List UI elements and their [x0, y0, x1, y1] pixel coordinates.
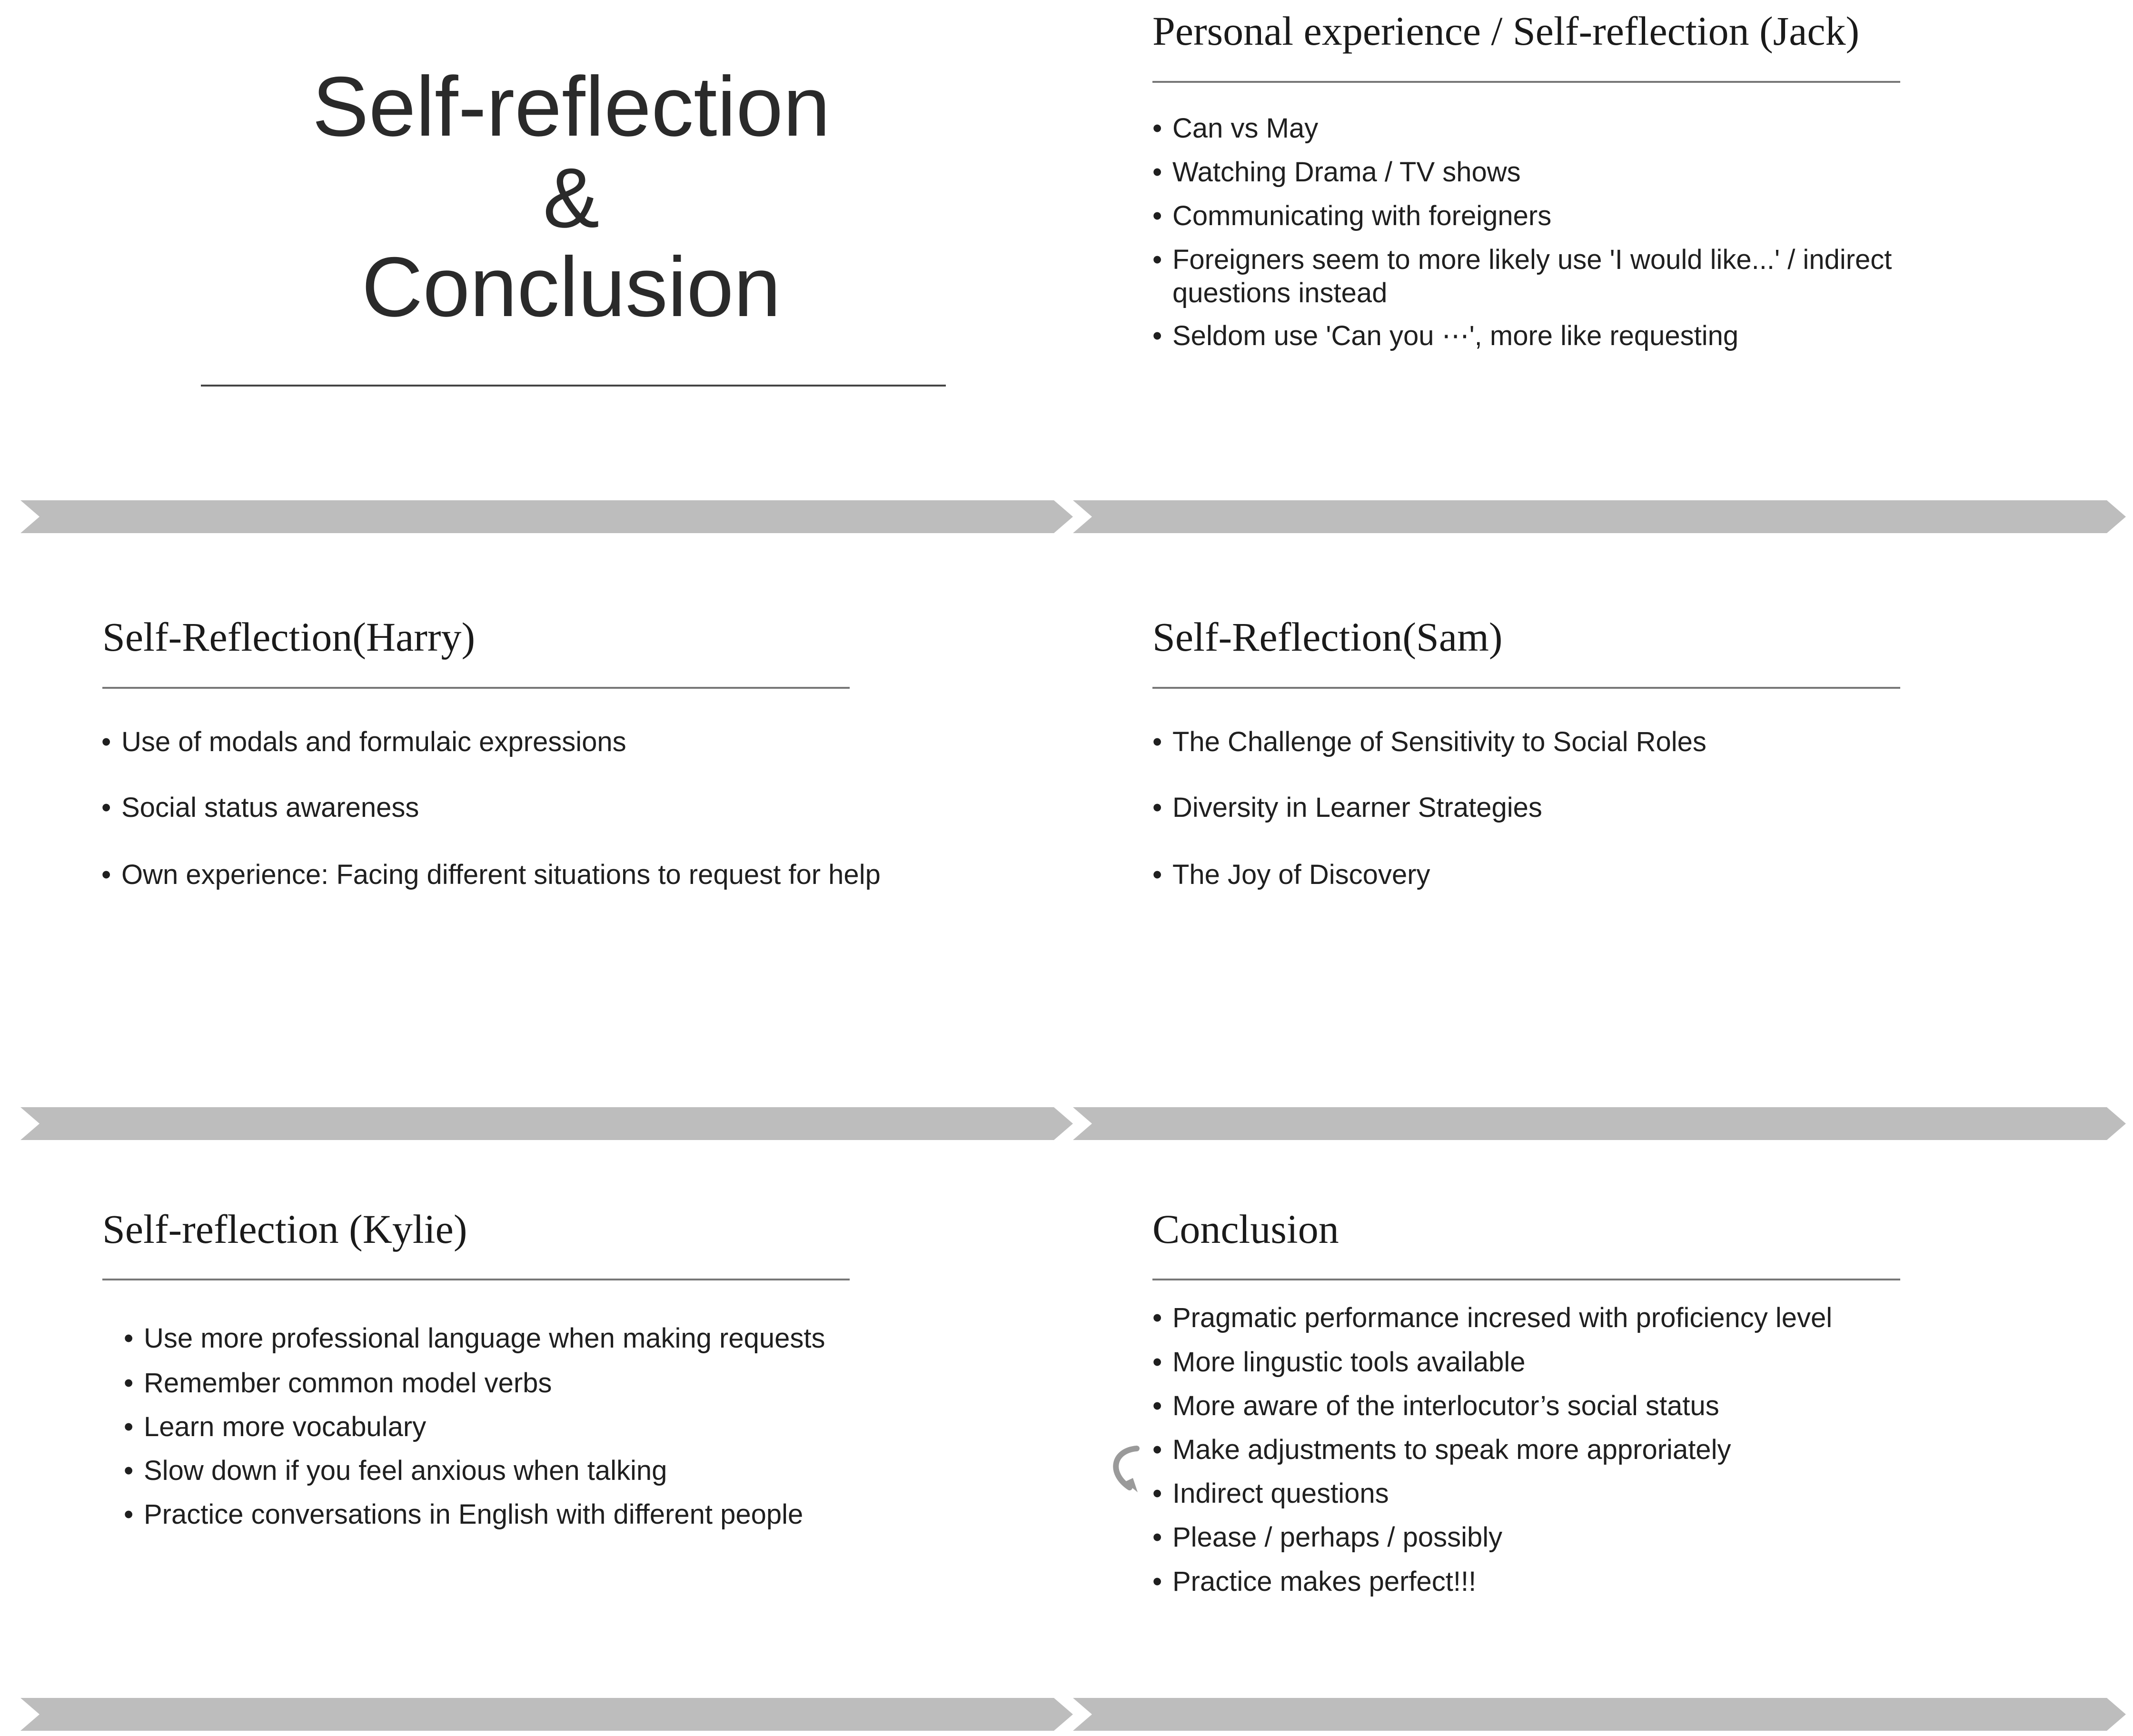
- heading-divider: [102, 687, 850, 689]
- slide-separator-bar: [20, 1107, 1073, 1140]
- bullet-item: The Challenge of Sensitivity to Social R…: [1152, 725, 1706, 759]
- slide-heading: Self-Reflection(Harry): [102, 614, 476, 660]
- bullet-item: Use more professional language when maki…: [124, 1322, 825, 1355]
- slide-heading: Self-reflection (Kylie): [102, 1206, 467, 1252]
- slide-separator-bar: [1073, 1698, 2126, 1731]
- slide-separator-bar: [1073, 500, 2126, 533]
- title-line-3: Conclusion: [361, 239, 781, 334]
- bullet-item: Seldom use 'Can you ⋯', more like reques…: [1152, 319, 1738, 353]
- slide-heading: Conclusion: [1152, 1206, 1339, 1252]
- bullet-item: Pragmatic performance incresed with prof…: [1152, 1301, 1832, 1335]
- bullet-item: Diversity in Learner Strategies: [1152, 791, 1542, 824]
- slide-separator-bar: [1073, 1107, 2126, 1140]
- slide-heading: Self-Reflection(Sam): [1152, 614, 1503, 660]
- heading-divider: [1152, 687, 1900, 689]
- bullet-item: Slow down if you feel anxious when talki…: [124, 1454, 667, 1488]
- curved-arrow-icon: [1113, 1446, 1140, 1492]
- heading-divider: [1152, 1279, 1900, 1280]
- bullet-item: Communicating with foreigners: [1152, 199, 1551, 233]
- bullet-item: Remember common model verbs: [124, 1367, 552, 1400]
- bullet-item: Learn more vocabulary: [124, 1410, 426, 1444]
- bullet-item: Please / perhaps / possibly: [1152, 1521, 1502, 1554]
- bullet-item: More lingustic tools available: [1152, 1346, 1526, 1379]
- bullet-item: Practice makes perfect!!!: [1152, 1565, 1476, 1598]
- slide-heading: Personal experience / Self-reflection (J…: [1152, 8, 1860, 54]
- bullet-item: Can vs May: [1152, 112, 1318, 145]
- title-line-1: Self-reflection: [312, 59, 831, 154]
- bullet-item: Use of modals and formulaic expressions: [101, 725, 626, 759]
- bullet-item: Foreigners seem to more likely use 'I wo…: [1152, 243, 1972, 310]
- title-line-2: &: [543, 150, 600, 245]
- bullet-item: More aware of the interlocutor’s social …: [1152, 1389, 1719, 1423]
- bullet-item: Social status awareness: [101, 791, 419, 824]
- bullet-item: Own experience: Facing different situati…: [101, 858, 881, 892]
- title-divider: [201, 385, 946, 387]
- bullet-item: Watching Drama / TV shows: [1152, 156, 1521, 189]
- heading-divider: [1152, 81, 1900, 83]
- bullet-item: Indirect questions: [1152, 1477, 1389, 1510]
- bullet-item: Practice conversations in English with d…: [124, 1498, 803, 1531]
- heading-divider: [102, 1279, 850, 1280]
- slide-separator-bar: [20, 500, 1073, 533]
- slide-separator-bar: [20, 1698, 1073, 1731]
- bullet-item: The Joy of Discovery: [1152, 858, 1430, 892]
- bullet-item: Make adjustments to speak more approriat…: [1152, 1433, 1731, 1467]
